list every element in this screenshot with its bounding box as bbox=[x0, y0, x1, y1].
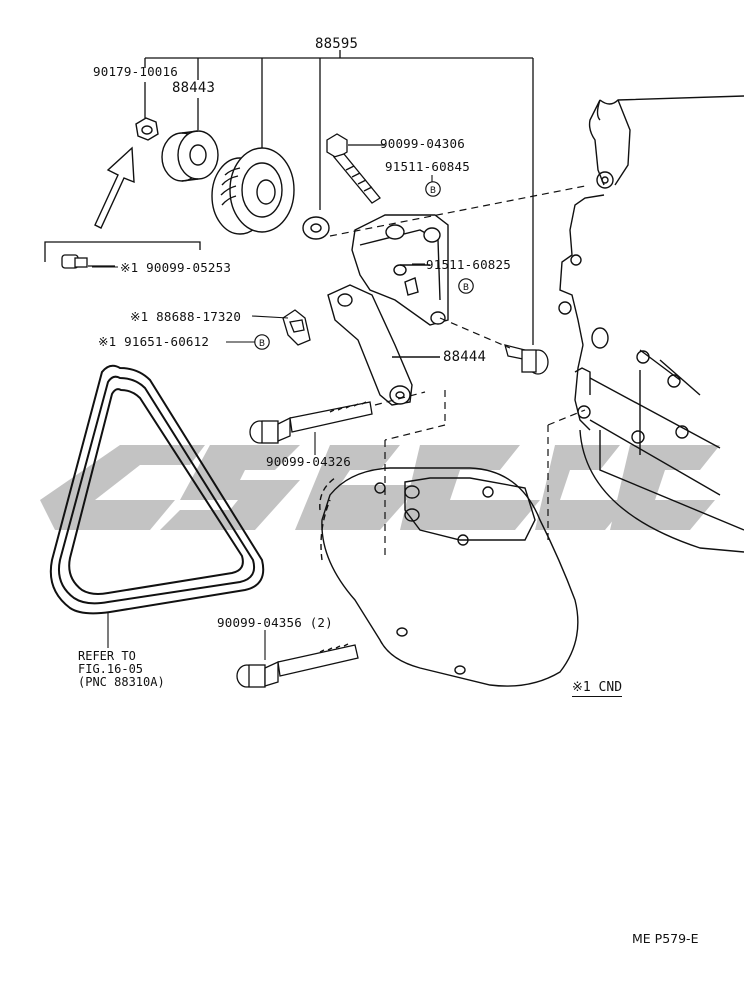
adjusting-bar-88444 bbox=[327, 284, 440, 406]
washer bbox=[302, 216, 330, 240]
v-pulley bbox=[211, 147, 295, 235]
option-bolt-box bbox=[44, 241, 201, 269]
nut-90179-10016 bbox=[135, 117, 159, 141]
bolt-90099-04306 bbox=[326, 133, 385, 204]
label-91511-60825: 91511-60825 bbox=[426, 257, 511, 272]
callout-bracket-88595 bbox=[144, 50, 534, 345]
label-91511-60845: 91511-60845 bbox=[385, 159, 470, 174]
label-90099-04326: 90099-04326 bbox=[266, 454, 351, 469]
page-code: ME P579-E bbox=[632, 931, 699, 946]
v-belt bbox=[49, 364, 265, 615]
b-mark-label: B bbox=[463, 283, 469, 293]
bolt-90099-04326 bbox=[249, 401, 373, 444]
engine-block bbox=[558, 95, 744, 553]
compressor bbox=[319, 467, 579, 687]
belt-reference-line-2: FIG.16-05 bbox=[78, 662, 144, 676]
label-90179-10016: 90179-10016 bbox=[93, 64, 178, 79]
label-90099-04306: 90099-04306 bbox=[380, 136, 465, 151]
watermark-logo bbox=[40, 445, 720, 530]
direction-arrow bbox=[94, 146, 135, 229]
mounting-bracket bbox=[351, 214, 449, 326]
label-91651-60612: ※1 91651-60612 bbox=[98, 334, 210, 349]
pivot-bolt bbox=[504, 344, 549, 375]
callout-leaders bbox=[92, 175, 433, 660]
label-90099-05253: ※1 90099-05253 bbox=[120, 260, 232, 275]
idler-pulley-88443 bbox=[161, 130, 219, 182]
dashed-leader-lines bbox=[329, 185, 586, 560]
bolt-90099-04356 bbox=[236, 643, 359, 688]
b-mark-label: B bbox=[430, 186, 436, 196]
label-88595: 88595 bbox=[315, 36, 359, 52]
condition-note: ※1 CND bbox=[572, 680, 623, 697]
label-88688-17320: ※1 88688-17320 bbox=[130, 309, 242, 324]
clamp-88688-17320 bbox=[282, 309, 311, 346]
belt-reference-line-1: REFER TO bbox=[78, 649, 136, 663]
belt-reference-line-3: (PNC 88310A) bbox=[78, 675, 165, 689]
b-mark-label: B bbox=[259, 339, 265, 349]
label-90099-04356: 90099-04356 (2) bbox=[217, 615, 333, 630]
belt-reference-note: REFER TO FIG.16-05 (PNC 88310A) bbox=[78, 650, 165, 689]
label-88443: 88443 bbox=[172, 80, 216, 96]
label-88444: 88444 bbox=[443, 349, 487, 365]
